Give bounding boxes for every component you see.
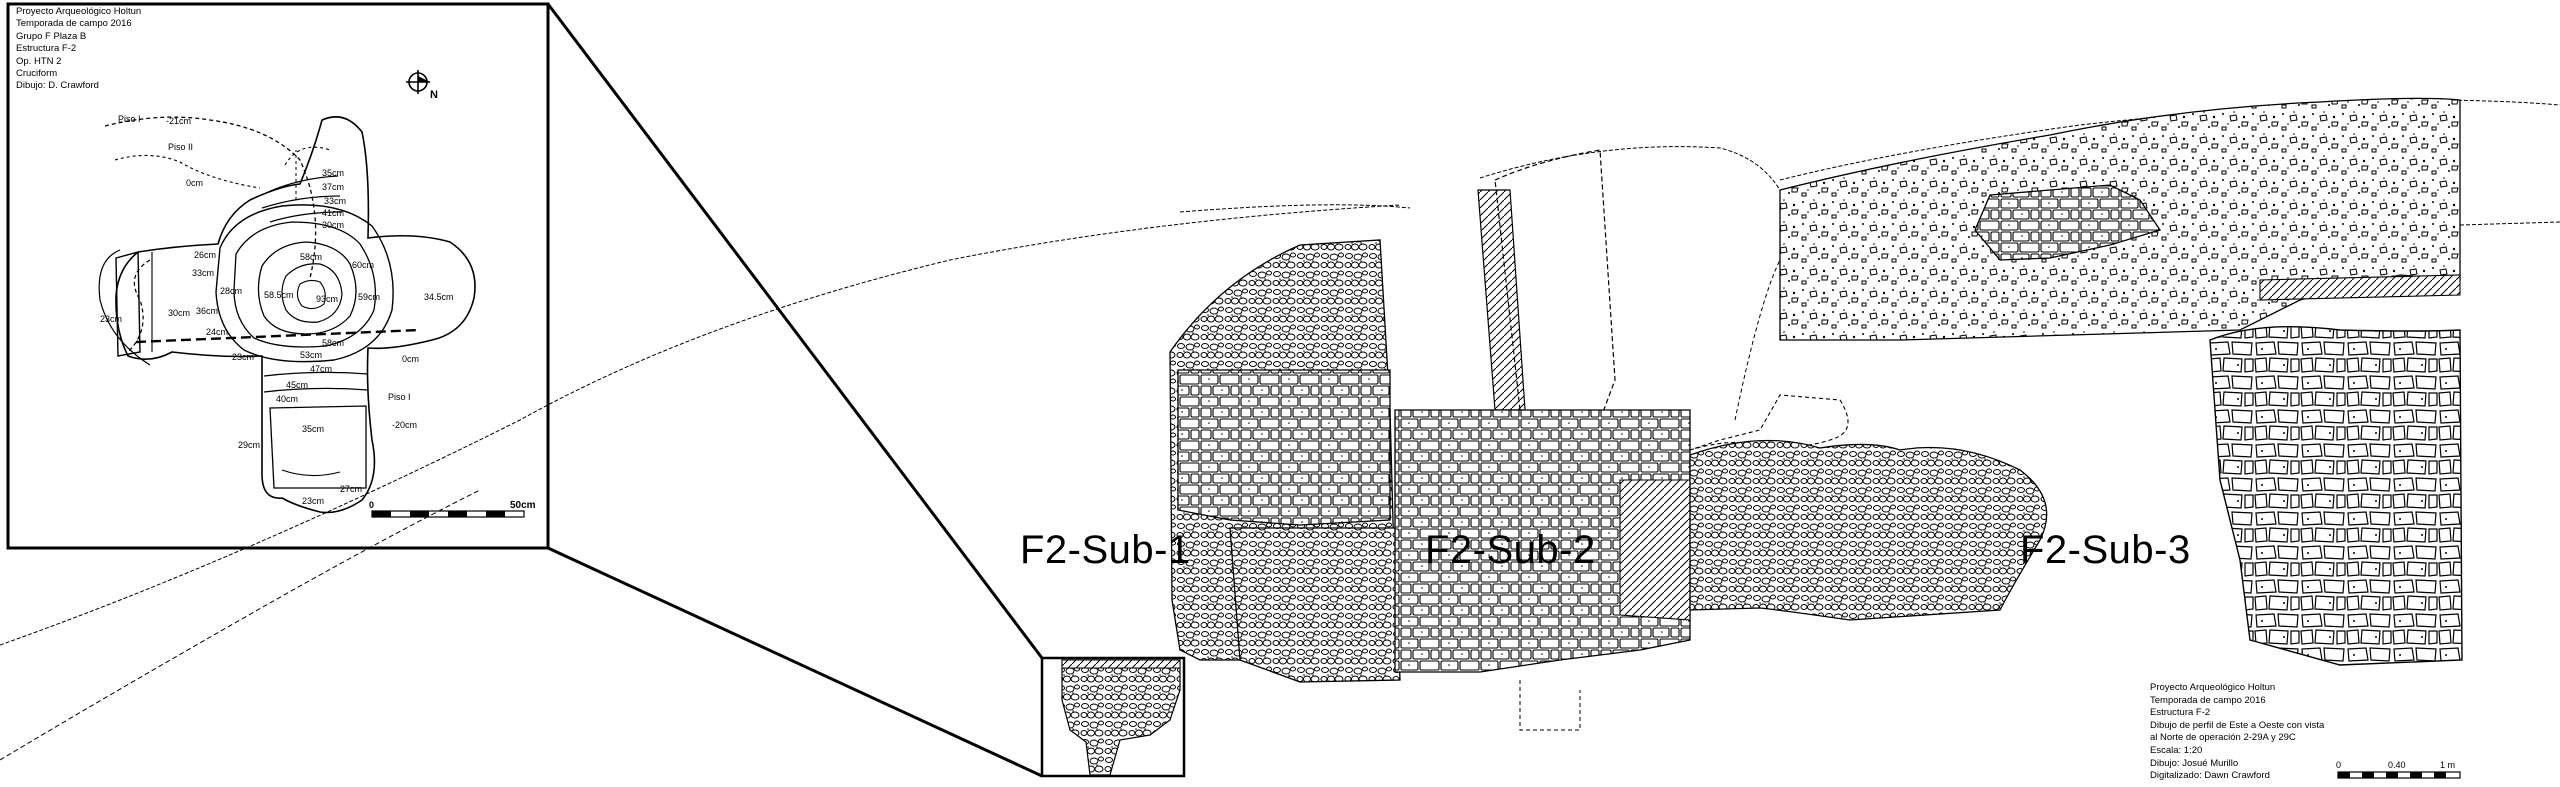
profile-note: Dibujo de perfil de Este a Oeste con vis… bbox=[2150, 719, 2325, 731]
tower-left bbox=[1477, 189, 1526, 411]
section-label-sub1: F2-Sub-1 bbox=[1020, 528, 1191, 572]
depth-label: 0cm bbox=[402, 354, 419, 364]
depth-label: 58.5cm bbox=[264, 290, 294, 300]
depth-label: 60cm bbox=[352, 260, 374, 270]
profile-scale-bar: 0 0.40 1 m bbox=[2336, 760, 2461, 779]
inset-scale-end: 50cm bbox=[510, 500, 536, 511]
depth-label: 24cm bbox=[206, 327, 228, 337]
depth-label: 35cm bbox=[302, 424, 324, 434]
depth-label: 33cm bbox=[324, 196, 346, 206]
sub1-lower bbox=[1229, 527, 1401, 683]
profile-note: Dibujo: Josué Murillo bbox=[2150, 757, 2239, 769]
north-label: N bbox=[430, 89, 438, 101]
profile-scale-end: 1 m bbox=[2440, 760, 2455, 770]
section-label-sub2: F2-Sub-2 bbox=[1425, 528, 1596, 572]
depth-label: 41cm bbox=[322, 208, 344, 218]
depth-label: 0cm bbox=[186, 178, 203, 188]
depth-label: Piso I bbox=[118, 114, 141, 124]
depth-label: 58cm bbox=[322, 338, 344, 348]
detail-fill bbox=[1061, 659, 1181, 776]
upper-blocks bbox=[1974, 184, 2162, 261]
profile-note: al Norte de operación 2-29A y 29C bbox=[2150, 732, 2296, 744]
inset-scale-bar: 0 50cm bbox=[369, 500, 536, 518]
inset-note: Temporada de campo 2016 bbox=[16, 18, 132, 30]
sub2-trench bbox=[1519, 680, 1581, 731]
profile-note: Temporada de campo 2016 bbox=[2150, 694, 2266, 706]
depth-label: 29cm bbox=[238, 440, 260, 450]
depth-label: 30cm bbox=[168, 308, 190, 318]
depth-label: 26cm bbox=[194, 250, 216, 260]
inset-note: Estructura F-2 bbox=[16, 43, 77, 55]
profile-note: Digitalizado: Dawn Crawford bbox=[2150, 770, 2270, 782]
depth-label: 33cm bbox=[192, 268, 214, 278]
inset-title-block: Proyecto Arqueológico Holtun Temporada d… bbox=[16, 6, 141, 93]
inset-note: Dibujo: D. Crawford bbox=[16, 80, 99, 92]
depth-label: 58cm bbox=[300, 252, 322, 262]
profile-note: Escala: 1:20 bbox=[2150, 744, 2203, 756]
sub3-stones bbox=[2209, 325, 2463, 666]
profile-title-block: Proyecto Arqueológico Holtun Temporada d… bbox=[2150, 682, 2324, 783]
inset-note: Cruciform bbox=[16, 68, 58, 80]
section-label-sub3: F2-Sub-3 bbox=[2020, 528, 2191, 572]
sub3-rubble bbox=[1689, 439, 2048, 621]
depth-label: Piso I bbox=[388, 392, 411, 402]
sub1-blocks bbox=[1177, 369, 1391, 526]
tower-right bbox=[1494, 149, 1616, 431]
depth-label: -21cm bbox=[166, 116, 191, 126]
depth-label: 23cm bbox=[100, 314, 122, 324]
detail-box bbox=[1040, 656, 1186, 778]
profile-scale-mid: 0.40 bbox=[2388, 760, 2406, 770]
depth-label: 37cm bbox=[322, 182, 344, 192]
inset-scale-start: 0 bbox=[369, 500, 374, 510]
depth-label: Piso II bbox=[168, 142, 193, 152]
profile-scale-start: 0 bbox=[2336, 760, 2341, 770]
depth-label: 47cm bbox=[310, 364, 332, 374]
north-arrow-icon: N bbox=[406, 70, 438, 101]
depth-label: 23cm bbox=[232, 352, 254, 362]
depth-label: 27cm bbox=[340, 484, 362, 494]
depth-label: 53cm bbox=[300, 350, 322, 360]
sub3-dashed-edge bbox=[1734, 200, 1781, 421]
profile-section bbox=[1040, 97, 2463, 778]
depth-label: 28cm bbox=[220, 286, 242, 296]
depth-label: 59cm bbox=[358, 292, 380, 302]
profile-note: Proyecto Arqueológico Holtun bbox=[2150, 682, 2276, 693]
depth-label: -20cm bbox=[392, 420, 417, 430]
cruciform-plan bbox=[98, 116, 476, 514]
floor-hatch bbox=[2259, 274, 2461, 301]
depth-label: 93cm bbox=[316, 294, 338, 304]
depth-label: 23cm bbox=[302, 496, 324, 506]
profile-note: Estructura F-2 bbox=[2150, 707, 2211, 719]
inset-note: Op. HTN 2 bbox=[16, 55, 62, 67]
depth-label: 34.5cm bbox=[424, 292, 454, 302]
inset-note: Grupo F Plaza B bbox=[16, 30, 87, 42]
depth-label: 36cm bbox=[196, 306, 218, 316]
sub2-edge bbox=[1619, 479, 1691, 621]
detail-hatch bbox=[1061, 659, 1181, 669]
inset-note: Proyecto Arqueológico Holtun bbox=[16, 6, 142, 17]
sub2-fill bbox=[1394, 409, 1691, 673]
connector-line bbox=[546, 3, 1044, 659]
depth-label: 35cm bbox=[322, 168, 344, 178]
depth-label: 45cm bbox=[286, 380, 308, 390]
depth-label: 30cm bbox=[322, 220, 344, 230]
depth-label: 40cm bbox=[276, 394, 298, 404]
inset-frame bbox=[6, 2, 550, 550]
connector-line bbox=[547, 546, 1043, 778]
